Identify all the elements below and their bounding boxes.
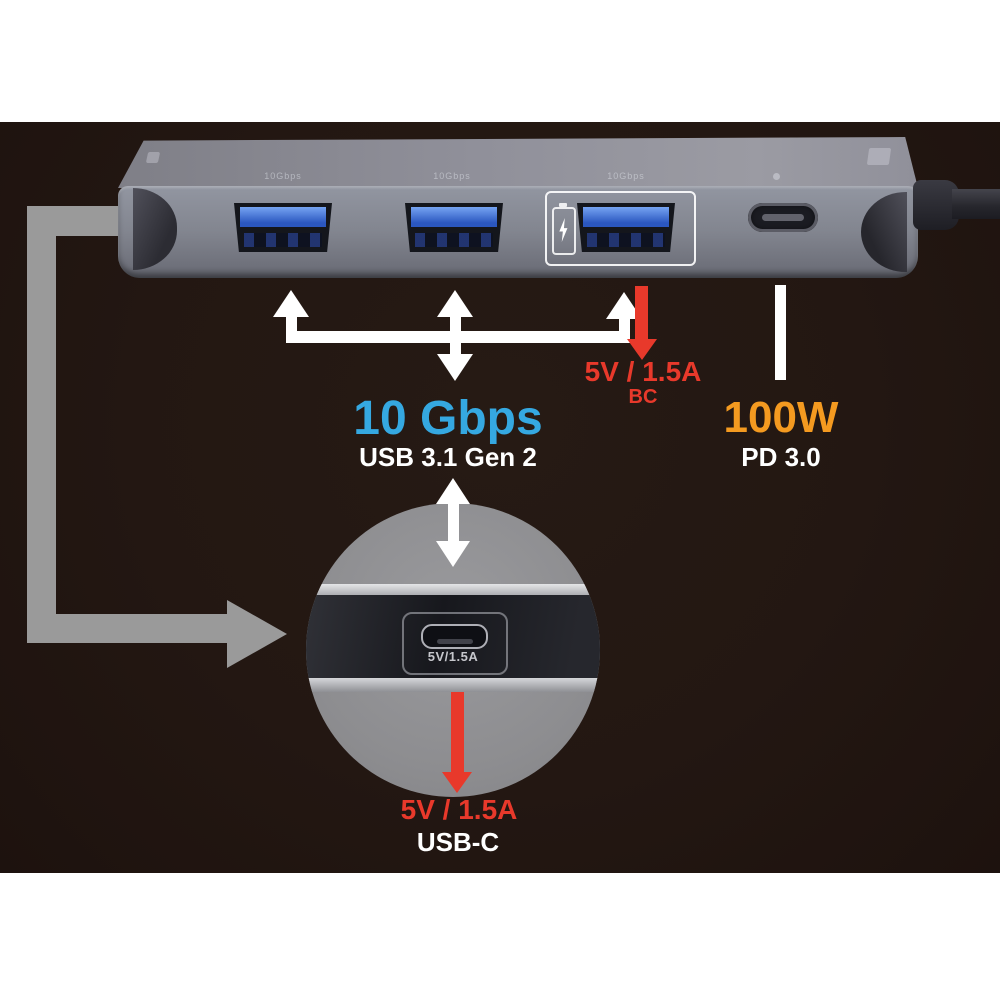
brand-logo-icon — [866, 148, 892, 165]
pd-standard-label: PD 3.0 — [741, 442, 821, 472]
usb-a-port-1-contacts — [244, 233, 322, 247]
pd-power-value: 100W — [723, 393, 839, 442]
magnifier-link-up-head-icon — [436, 478, 470, 504]
usbc-port-tab — [437, 639, 473, 644]
usbc-etched-outline — [402, 612, 508, 675]
usb-a-port-2 — [405, 203, 503, 252]
usb-a-port-1 — [234, 203, 332, 252]
usbc-down-arrow-shaft — [451, 692, 464, 772]
bc-down-arrow-shaft — [635, 286, 648, 339]
bc-highlight-box — [545, 191, 696, 266]
cable-strain-relief — [913, 180, 959, 230]
usb-a-port-3-tongue — [583, 207, 669, 227]
zoom-arrow-vertical-segment — [27, 206, 56, 643]
port1-speed-mark: 10Gbps — [264, 171, 302, 181]
usb-a-port-2-tongue — [411, 207, 497, 227]
usbc-port-print: 5V/1.5A — [427, 649, 479, 664]
hub-top-face — [118, 137, 918, 188]
pd-port-mark-icon — [773, 173, 780, 180]
magnifier-circle: 5V/1.5A — [306, 503, 600, 797]
usb-c-pd-port — [748, 203, 818, 232]
bc-down-arrow-head-icon — [627, 339, 657, 360]
zoom-arrow-head-icon — [227, 600, 287, 668]
bracket-bar — [286, 331, 630, 343]
bc-power-value: 5V / 1.5A — [584, 356, 702, 387]
usb-c-pd-port-tab — [762, 214, 804, 221]
up-arrow-port1-shaft — [286, 314, 297, 343]
usb-a-port-1-tongue — [240, 207, 326, 227]
usb-a-speed-value: 10 Gbps — [353, 392, 543, 445]
usbc-upstream-port — [421, 624, 488, 649]
up-arrow-port3-shaft — [619, 316, 630, 343]
bc-label: BC — [628, 386, 658, 408]
zoom-arrow-bottom-segment — [27, 614, 227, 643]
device-edge-top-chamfer — [306, 584, 600, 595]
battery-charging-icon — [552, 203, 576, 255]
usbc-down-arrow-head-icon — [442, 772, 472, 793]
up-arrow-port1-icon — [273, 290, 309, 317]
down-arrow-to-speed-icon — [437, 354, 473, 381]
pd-connector-line — [775, 285, 786, 380]
device-edge-bottom-chamfer — [306, 678, 600, 692]
usb-a-port-2-contacts — [415, 233, 493, 247]
lightning-bolt-icon — [559, 218, 568, 242]
usbc-label: USB-C — [416, 827, 500, 857]
usbc-power-value: 5V / 1.5A — [400, 794, 518, 825]
magnifier-link-down-head-icon — [436, 541, 470, 567]
up-arrow-port2-icon — [437, 290, 473, 317]
port3-speed-mark: 10Gbps — [607, 171, 645, 181]
battery-cap — [559, 203, 567, 207]
magnifier-link-shaft — [448, 501, 459, 541]
brand-mark-left — [145, 152, 161, 163]
usb-a-port-3-bc — [577, 203, 675, 252]
port2-speed-mark: 10Gbps — [433, 171, 471, 181]
usb-c-cable — [952, 189, 1000, 219]
usb-a-standard-label: USB 3.1 Gen 2 — [359, 442, 537, 472]
usb-a-port-3-contacts — [587, 233, 665, 247]
